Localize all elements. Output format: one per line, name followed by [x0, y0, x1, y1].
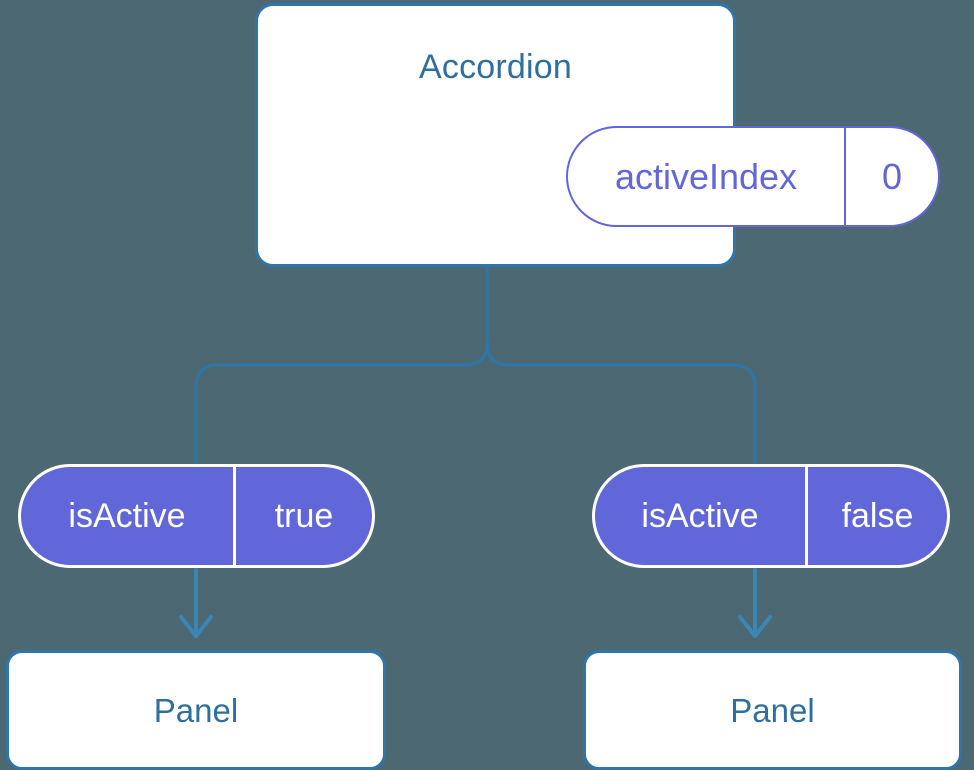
prop-key-label: isActive — [21, 467, 236, 565]
panel-node-right[interactable]: Panel — [583, 650, 962, 770]
prop-key-label: isActive — [595, 467, 808, 565]
accordion-title: Accordion — [419, 48, 572, 86]
connector-branch-right — [485, 341, 757, 472]
prop-value-label: true — [274, 496, 334, 535]
state-key-label: activeIndex — [568, 128, 846, 225]
accordion-node[interactable]: Accordion activeIndex 0 — [255, 3, 940, 267]
connector-branch-left — [194, 341, 489, 472]
panel-label: Panel — [730, 691, 815, 729]
prop-capsule-is-active-false[interactable]: isActive false — [592, 464, 950, 568]
arrow-head-right-icon — [738, 615, 772, 638]
state-value-label: 0 — [881, 155, 903, 197]
panel-node-left[interactable]: Panel — [6, 650, 386, 770]
panel-label: Panel — [153, 691, 239, 729]
prop-capsule-is-active-true[interactable]: isActive true — [18, 464, 375, 568]
prop-value-label: false — [841, 496, 914, 535]
arrow-head-left-icon — [179, 615, 213, 638]
state-capsule-active-index[interactable]: activeIndex 0 — [566, 126, 940, 227]
